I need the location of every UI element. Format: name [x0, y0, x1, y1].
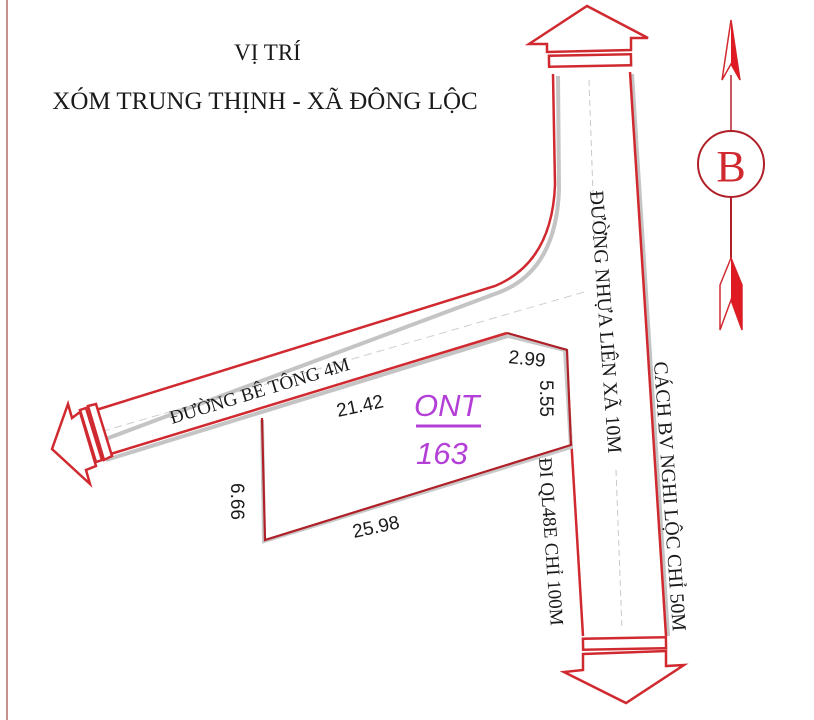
north-compass-icon: B [697, 19, 765, 331]
hospital-distance-label: CÁCH BV NGHI LỘC CHỈ 50M [649, 361, 692, 632]
parcel-land-type: ONT [414, 388, 482, 423]
land-parcel-outline [260, 331, 574, 544]
map-title: VỊ TRÍ [234, 40, 301, 65]
compass-letter: B [716, 142, 745, 191]
left-frame-border [6, 0, 8, 720]
dimension-top: 21.42 [335, 391, 386, 421]
map-subtitle-location: XÓM TRUNG THỊNH - XÃ ĐÔNG LỘC [52, 88, 478, 115]
asphalt-road-label: ĐƯỜNG NHỰA LIÊN XÃ 10M [585, 190, 627, 454]
road-end-arrow-top [524, 4, 649, 68]
concrete-road [50, 331, 509, 488]
dimension-left: 6.66 [226, 483, 247, 520]
dimension-top-right: 2.99 [507, 347, 546, 372]
dimension-right: 5.55 [535, 380, 556, 417]
asphalt-road [95, 71, 670, 637]
dimension-bottom: 25.98 [351, 512, 402, 542]
road-end-arrow-bottom [559, 635, 689, 705]
parcel-number: 163 [416, 436, 468, 471]
highway-direction-label: ĐI QL48E CHỈ 100M [534, 457, 567, 627]
